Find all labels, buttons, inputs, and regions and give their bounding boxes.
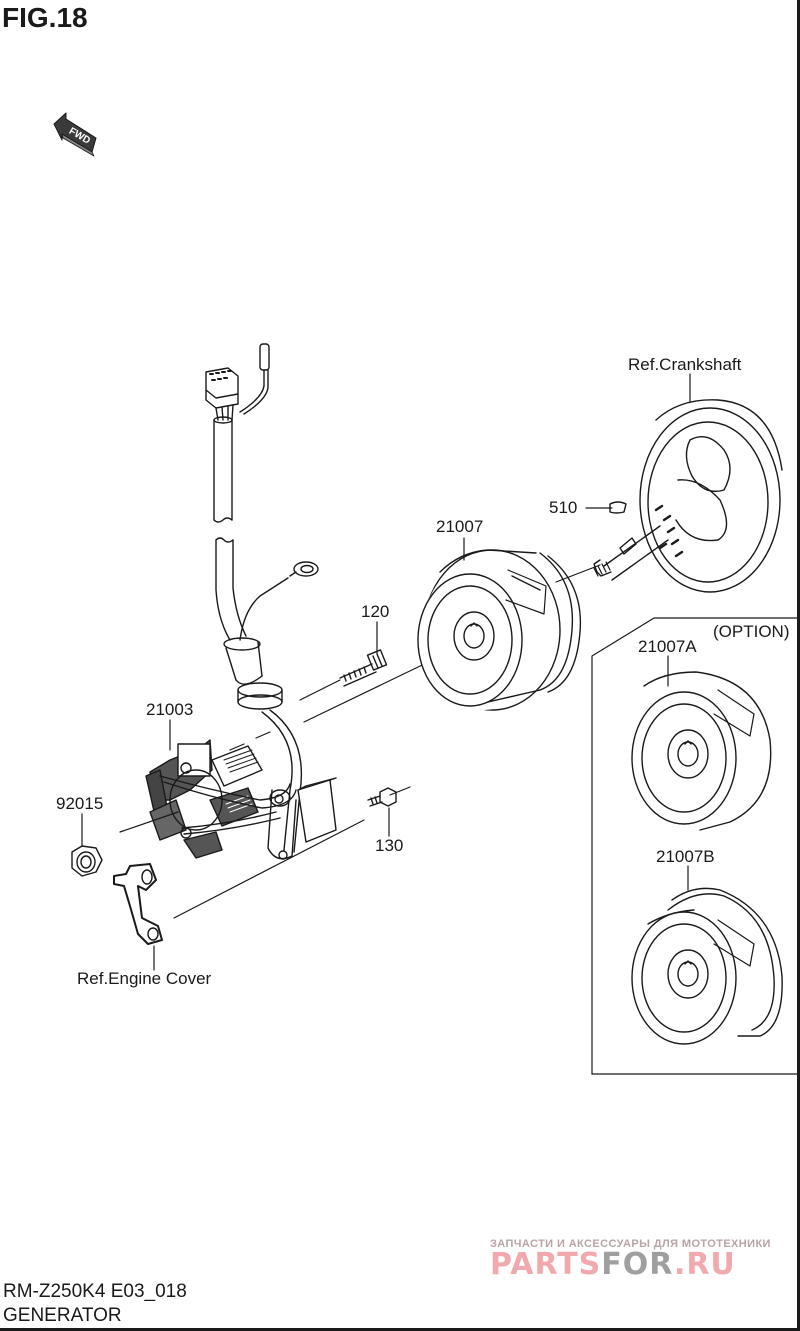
callout-21007: 21007 xyxy=(436,517,484,536)
wiring-harness-connector xyxy=(205,343,319,710)
watermark-brand-parts: PARTS xyxy=(490,1247,602,1282)
option-box xyxy=(591,617,800,1075)
callout-ref-crankshaft: Ref.Crankshaft xyxy=(628,355,742,374)
flywheel-rotor-21007 xyxy=(417,549,582,711)
callout-21007A: 21007A xyxy=(638,637,697,656)
bolt-120 xyxy=(339,649,388,687)
fwd-arrow-icon: FWD xyxy=(53,112,97,157)
watermark-brand: PARTSFOR.RU xyxy=(490,1250,736,1280)
flywheel-rotor-21007B xyxy=(631,887,783,1045)
callout-21007B: 21007B xyxy=(656,847,715,866)
stator-21003 xyxy=(145,709,337,860)
model-code: RM-Z250K4 E03_018 xyxy=(3,1281,187,1302)
section-name: GENERATOR xyxy=(3,1305,122,1326)
callout-21003: 21003 xyxy=(146,700,194,719)
callout-ref-engine-cover: Ref.Engine Cover xyxy=(77,969,212,988)
crankshaft xyxy=(593,399,783,593)
engine-cover-bracket xyxy=(113,863,163,945)
callout-92015: 92015 xyxy=(56,794,104,813)
nut-92015 xyxy=(71,845,103,877)
watermark-brand-ru: .RU xyxy=(673,1247,736,1282)
leader-lines xyxy=(81,373,691,971)
watermark-brand-for: FOR xyxy=(601,1247,674,1282)
watermark-tagline: ЗАПЧАСТИ И АКСЕССУАРЫ ДЛЯ МОТОТЕХНИКИ xyxy=(490,1238,771,1250)
flywheel-rotor-21007A xyxy=(631,671,772,831)
bolt-130 xyxy=(367,787,397,807)
callout-option: (OPTION) xyxy=(713,622,790,641)
callout-120: 120 xyxy=(361,602,390,621)
callout-130: 130 xyxy=(375,836,404,855)
figure-title: FIG.18 xyxy=(2,2,88,33)
callout-510: 510 xyxy=(549,498,578,517)
